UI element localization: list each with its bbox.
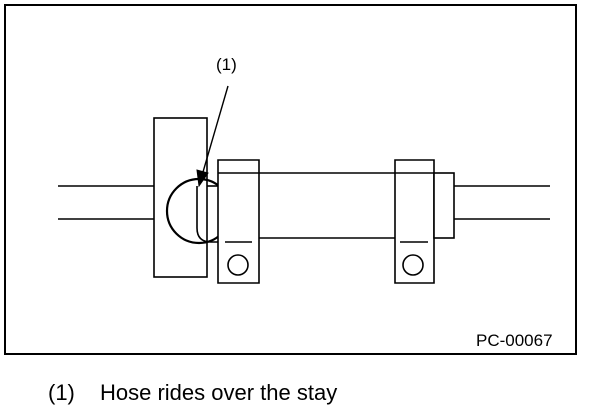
callout-label: (1) [216, 55, 237, 74]
figure-code: PC-00067 [476, 331, 553, 350]
pipe-main [259, 172, 395, 239]
stay-plate [153, 117, 208, 278]
clamp-left [217, 159, 260, 284]
clamp-right [394, 159, 435, 284]
callout-arrow [196, 85, 229, 188]
fitting-collar [433, 172, 455, 239]
caption-number: (1) [48, 380, 75, 405]
diagram-figure: (1) PC-00067 [4, 4, 577, 355]
clamp-right-bolt-hole [402, 254, 424, 276]
figure-caption: (1) Hose rides over the stay [48, 380, 337, 406]
hose-over-stay [196, 186, 221, 243]
figure-frame [4, 4, 577, 355]
caption-text: Hose rides over the stay [100, 380, 338, 405]
hose-left [58, 185, 154, 220]
hose-right [454, 185, 550, 220]
clamp-left-bolt-hole [227, 254, 249, 276]
